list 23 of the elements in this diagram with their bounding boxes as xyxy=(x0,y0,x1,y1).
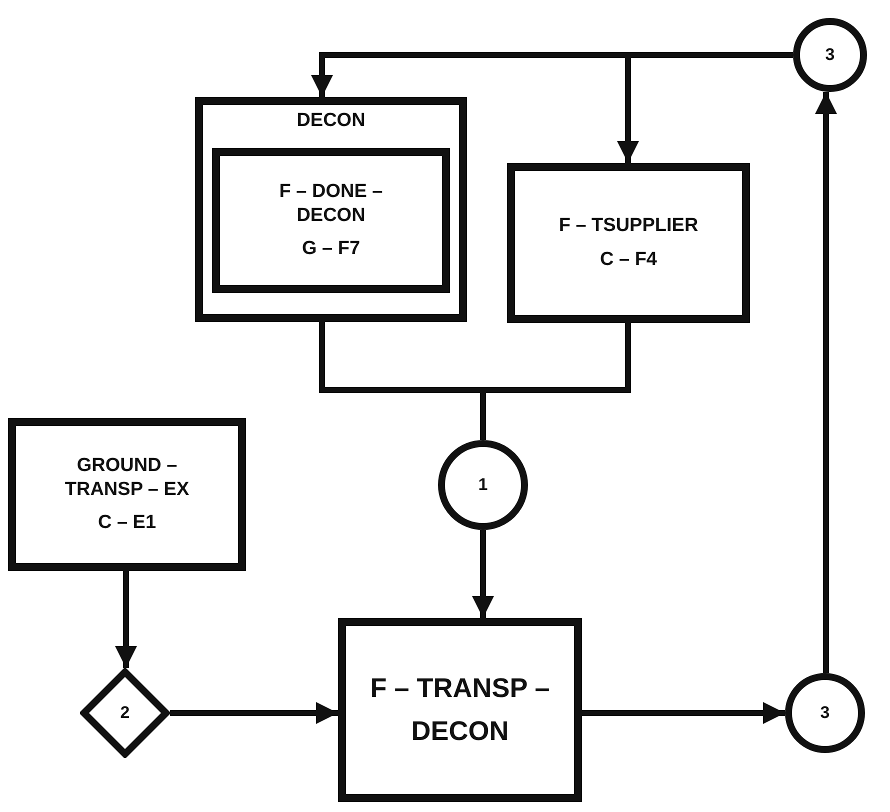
box-label: C – E1 xyxy=(98,511,156,536)
arrow xyxy=(815,92,837,673)
box-label: GROUND – TRANSP – EX xyxy=(64,454,190,502)
connector-number: 3 xyxy=(825,44,835,66)
box-label: DECON xyxy=(296,109,366,133)
connector-number: 3 xyxy=(820,702,830,724)
process-box xyxy=(212,148,450,293)
group-box xyxy=(195,97,467,322)
arrow xyxy=(115,571,137,668)
decision-diamond xyxy=(80,668,170,758)
process-box xyxy=(507,163,750,323)
box-label: G – F7 xyxy=(302,237,360,262)
process-box xyxy=(8,418,246,571)
box-label: F – TRANSP – DECON xyxy=(370,672,550,748)
arrow xyxy=(170,702,338,724)
box-label: F – DONE – DECON xyxy=(278,180,384,228)
process-box xyxy=(338,618,582,802)
arrow xyxy=(582,702,785,724)
box-label: C – F4 xyxy=(600,248,658,272)
connector-number: 2 xyxy=(120,702,130,724)
arrow xyxy=(472,530,494,618)
box-label: F – TSUPPLIER xyxy=(558,214,698,238)
connector-number: 1 xyxy=(478,474,488,496)
